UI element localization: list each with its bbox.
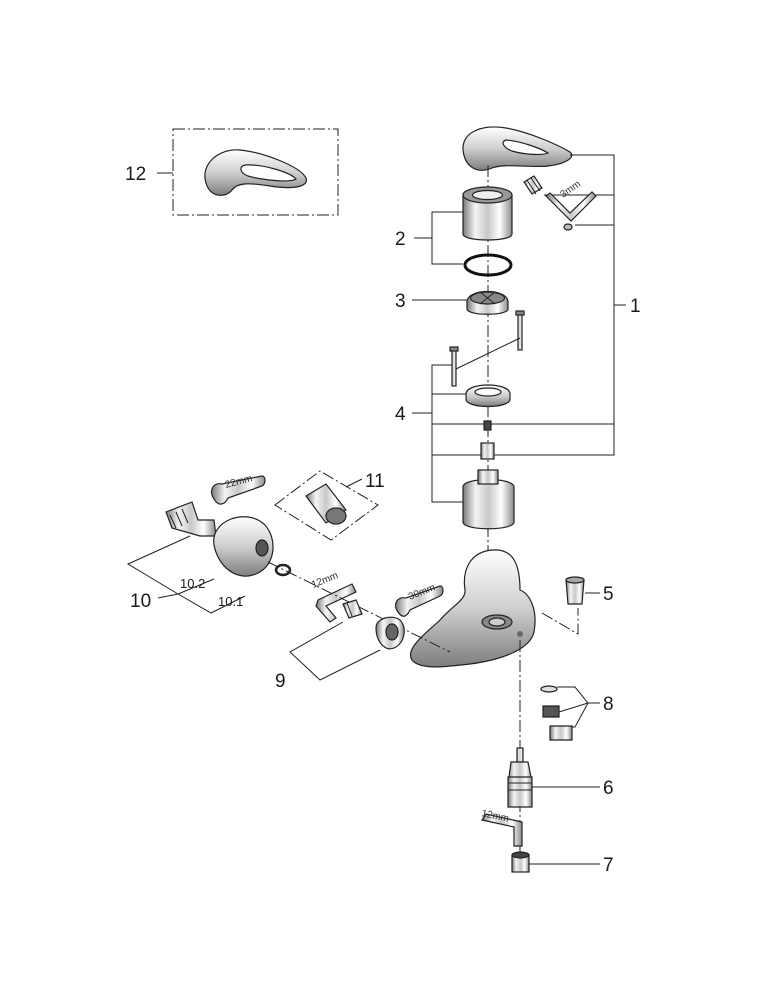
cartridge-icon [462, 478, 515, 530]
hex-key-3mm-label: 3mm [558, 179, 583, 201]
screw-right-icon [517, 313, 523, 351]
faucet-body-group [409, 549, 536, 860]
label-6: 6 [603, 778, 614, 799]
label-10-2: 10.2 [180, 576, 205, 591]
part-3-group [412, 291, 509, 315]
hex-key-3mm-icon [545, 191, 597, 222]
aerator-housing-icon [549, 725, 573, 741]
hex-key-12mm-bottom-group: 12mm [480, 808, 523, 847]
part-9-group [289, 599, 405, 681]
part-12-group [157, 128, 339, 216]
wrench-30mm-group: 30mm [394, 582, 444, 617]
s-union-icon [165, 501, 217, 537]
flat-washer-icon [274, 563, 292, 577]
nipple-icon [342, 599, 363, 619]
hex-key-12mm-top-label: 12mm [310, 570, 340, 591]
escutcheon-icon [213, 516, 274, 577]
diverter-cartridge-icon [507, 761, 533, 808]
label-7: 7 [603, 855, 614, 876]
part-10-group [126, 501, 292, 614]
label-4: 4 [395, 404, 406, 425]
aerator-insert-icon [542, 705, 560, 718]
aerator-washer-icon [540, 685, 558, 693]
label-2: 2 [395, 229, 406, 250]
label-9: 9 [275, 671, 286, 692]
label-12: 12 [125, 164, 146, 185]
part-4-group [412, 310, 525, 530]
part-2-group [414, 186, 513, 277]
o-ring-icon [463, 253, 513, 277]
screw-left-icon [451, 349, 457, 387]
hex-key-12mm-bottom-icon [481, 813, 523, 847]
label-10: 10 [130, 591, 151, 612]
label-8: 8 [603, 694, 614, 715]
small-spindle-icon [483, 420, 492, 431]
faucet-body-icon [409, 549, 536, 668]
part-5-group [541, 576, 600, 635]
label-3: 3 [395, 291, 406, 312]
part-1-group: 3mm [432, 126, 626, 560]
part-11-group [274, 470, 379, 541]
part-11-frame [274, 470, 379, 541]
label-10-1: 10.1 [218, 594, 243, 609]
wrench-30mm-icon [394, 585, 444, 617]
part-12-frame [172, 128, 339, 216]
part-6-group [507, 747, 600, 808]
grub-screw-icon [523, 175, 543, 195]
part-7-group [511, 851, 600, 873]
label-11: 11 [365, 471, 385, 492]
wrench-22mm-icon [210, 475, 266, 505]
wrench-22mm-group: 22mm [210, 473, 266, 505]
label-1: 1 [630, 296, 641, 317]
hex-key-12mm-top-icon [315, 583, 357, 623]
lever-cap-icon [563, 223, 573, 231]
label-5: 5 [603, 584, 614, 605]
part-8-group [540, 685, 600, 741]
